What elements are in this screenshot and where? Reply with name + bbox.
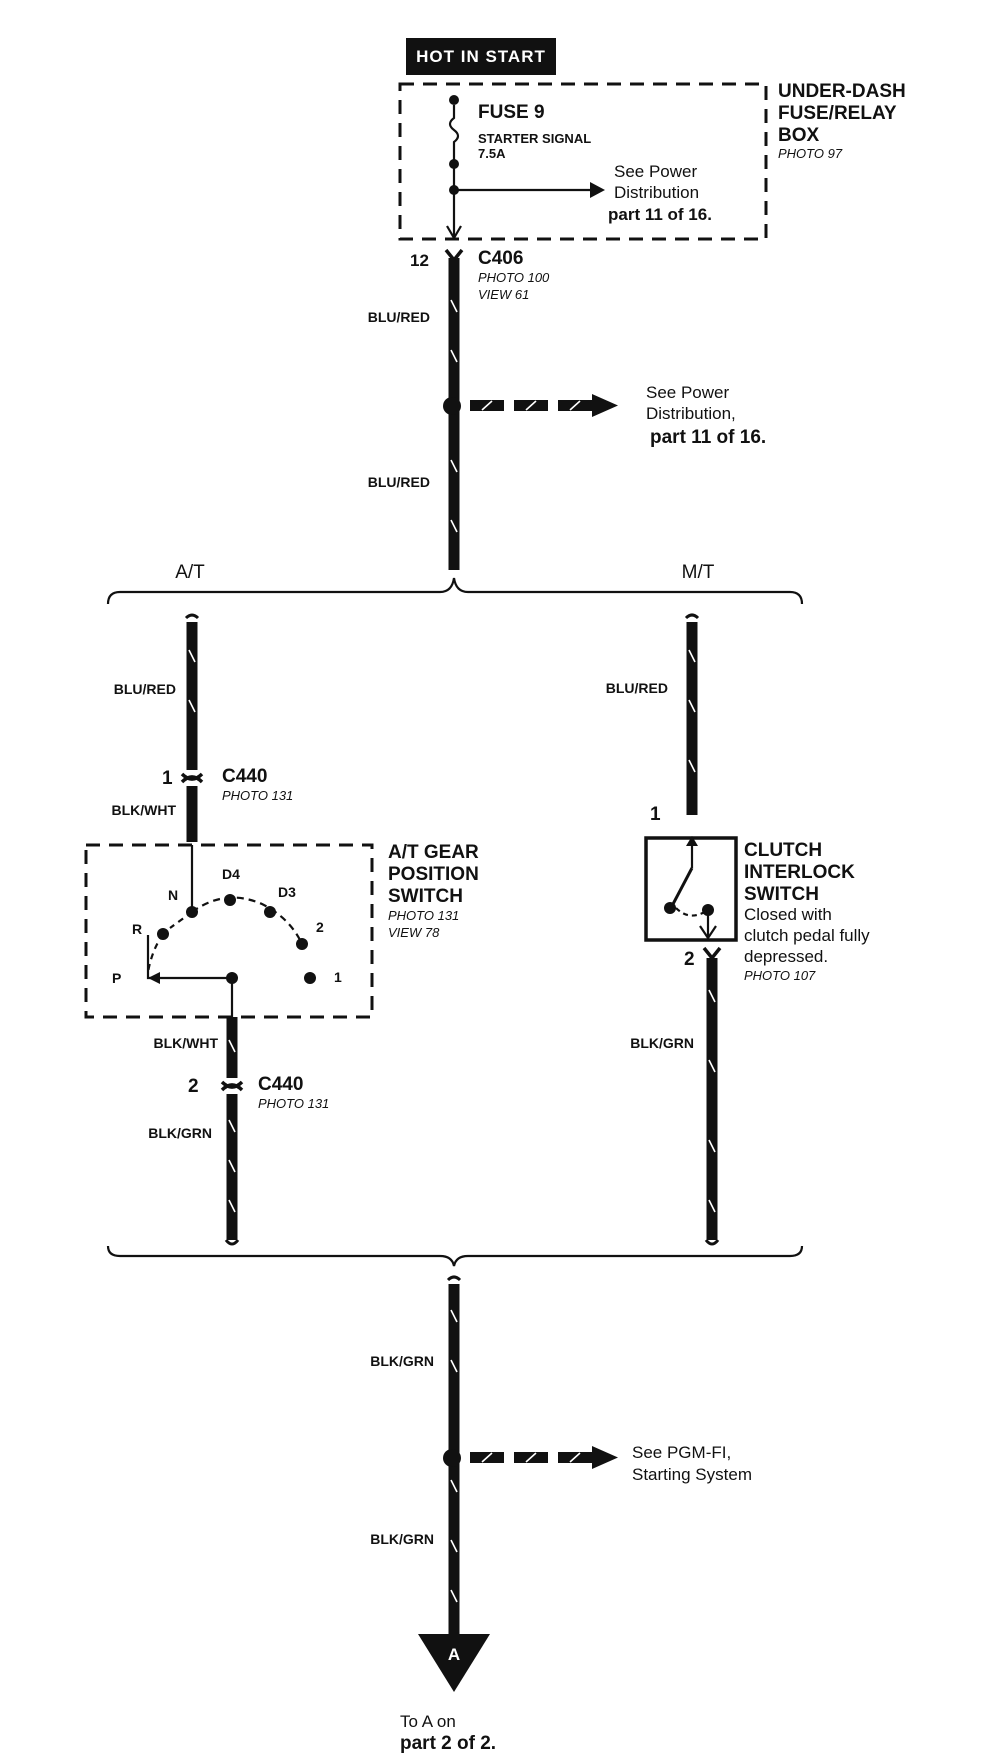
c406-name: C406 [478,248,523,269]
wire-label-blk-wht-2: BLK/WHT [153,1035,218,1051]
clutch-switch-title-line3: SWITCH [744,884,819,905]
wire-label-blk-grn-2: BLK/GRN [370,1531,434,1547]
wire-label-blu-red-1: BLU/RED [368,309,430,325]
fuse-box-title-line2: FUSE/RELAY [778,103,897,124]
fuse-box-photo: PHOTO 97 [778,146,843,161]
c440-top-connector [180,772,204,784]
clutch-switch-body [644,836,738,942]
fuse-box-title-line3: BOX [778,125,820,146]
clutch-switch-desc-line2: clutch pedal fully [744,926,870,945]
clutch-switch-photo: PHOTO 107 [744,968,816,983]
wire-at-blk-grn [224,1094,240,1246]
at-switch-title-line1: A/T GEAR [388,842,479,863]
splice-1-ref-line1: See Power [646,383,729,402]
c406-pin: 12 [410,251,429,270]
fuse-rating: 7.5A [478,146,506,161]
splice-1-ref-line2: Distribution, [646,404,736,423]
fuse-box-distribution-arrow [449,182,605,198]
clutch-switch-desc-line3: depressed. [744,947,828,966]
fuse-box-ref-line2: Distribution [614,183,699,202]
fuse-description: STARTER SIGNAL [478,131,591,146]
output-ref-line2: part 2 of 2. [400,1733,496,1754]
at-switch-contacts [146,845,316,1017]
clutch-switch-title-line1: CLUTCH [744,840,822,861]
clutch-pin-bottom: 2 [684,949,695,970]
c406-photo: PHOTO 100 [478,270,550,285]
wire-label-blu-red-at: BLU/RED [114,681,176,697]
wire-label-blk-grn-at: BLK/GRN [148,1125,212,1141]
clutch-pin-top: 1 [650,804,661,825]
c406-view: VIEW 61 [478,287,529,302]
c440-bottom-name: C440 [258,1074,303,1095]
c440-bottom-photo: PHOTO 131 [258,1096,329,1111]
output-ref-line1: To A on [400,1712,456,1731]
branch-bracket-bottom [106,1245,804,1267]
at-position-1: 1 [334,969,342,985]
wire-mt-top [684,613,700,815]
wire-label-blk-grn-1: BLK/GRN [370,1353,434,1369]
at-position-d4: D4 [222,866,240,882]
fuse-box-title-line1: UNDER-DASH [778,81,906,102]
at-switch-view: VIEW 78 [388,925,440,940]
wire-label-blk-grn-mt: BLK/GRN [630,1035,694,1051]
fuse-name: FUSE 9 [478,102,545,123]
at-switch-title-line2: POSITION [388,864,479,885]
power-source-label: HOT IN START [416,47,546,66]
wire-at-top [184,613,200,770]
fuse-box-ref-line3: part 11 of 16. [608,205,712,224]
output-marker: A [448,1645,460,1664]
splice-1-dashed-arrow [443,394,618,417]
splice-2-ref-line1: See PGM-FI, [632,1443,731,1462]
at-position-2: 2 [316,919,324,935]
c440-bottom-pin: 2 [188,1076,199,1097]
splice-2-ref-line2: Starting System [632,1465,752,1484]
c440-top-photo: PHOTO 131 [222,788,293,803]
splice-1-ref-line3: part 11 of 16. [650,427,766,448]
branch-bracket-top [106,577,804,605]
wire-mt-blk-grn [702,946,722,1246]
at-position-n: N [168,887,178,903]
at-switch-photo: PHOTO 131 [388,908,459,923]
branch-label-mt: M/T [682,562,715,583]
splice-2-dashed-arrow [443,1446,618,1469]
clutch-switch-desc-line1: Closed with [744,905,832,924]
c440-top-pin: 1 [162,768,173,789]
output-arrow-a: A [418,1634,490,1692]
at-switch-title-line3: SWITCH [388,886,463,907]
fuse-box-ref-line1: See Power [614,162,697,181]
at-position-d3: D3 [278,884,296,900]
c440-top-name: C440 [222,766,267,787]
fuse-9 [446,95,462,241]
power-source-label-box: HOT IN START [406,38,556,75]
branch-label-at: A/T [175,562,205,583]
clutch-switch-title-line2: INTERLOCK [744,862,855,883]
wire-label-blu-red-mt: BLU/RED [606,680,668,696]
at-position-p: P [112,970,121,986]
at-position-r: R [132,921,142,937]
wire-label-blu-red-2: BLU/RED [368,474,430,490]
wire-label-blk-wht-1: BLK/WHT [111,802,176,818]
c440-bottom-connector [220,1080,244,1092]
fuse-box-outline [398,82,768,241]
wire-at-blk-wht-bottom [226,1017,238,1078]
